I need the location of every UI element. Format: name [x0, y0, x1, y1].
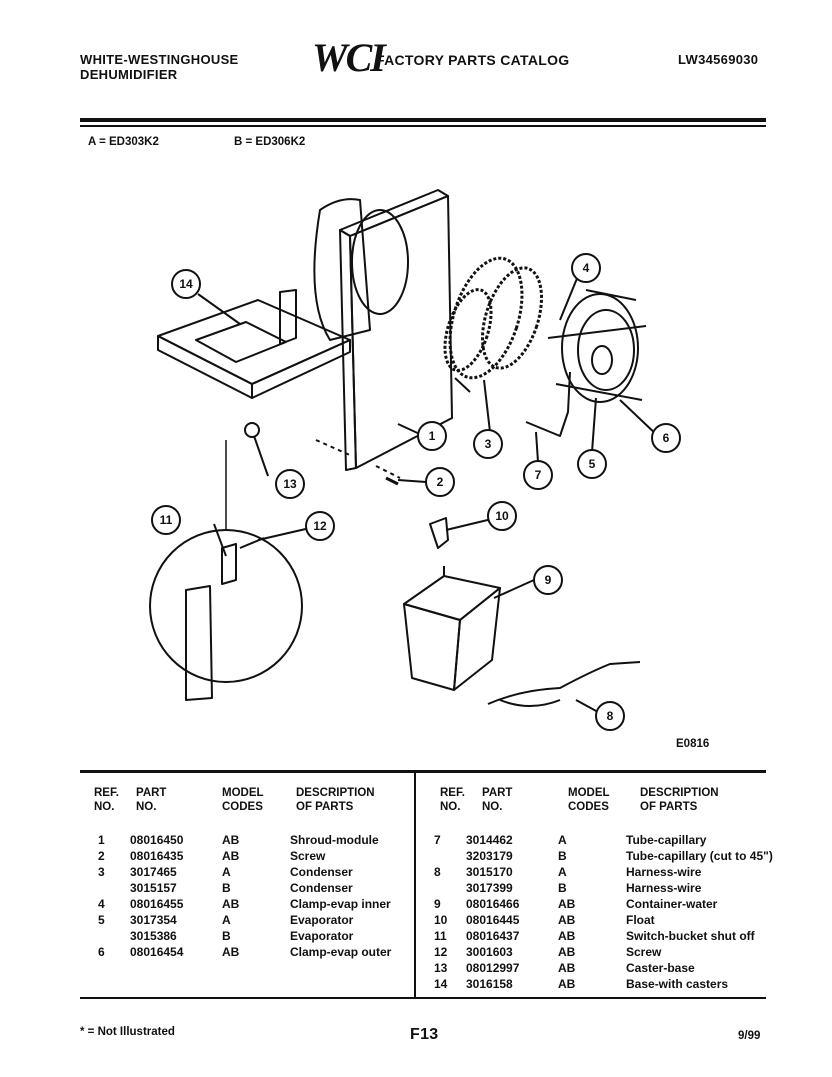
- callout-10-label: 10: [495, 509, 509, 523]
- table-row: 7 3014462 A Tube-capillary: [434, 833, 707, 847]
- callout-2-label: 2: [437, 475, 444, 489]
- exploded-parts-diagram: 14 1 2 3 4 5 6 7 8 9 10 11 12 13: [149, 189, 681, 731]
- table-row: 4 08016455 AB Clamp-evap inner: [98, 897, 391, 911]
- table-row: 3 3017465 A Condenser: [98, 865, 353, 879]
- callout-5-label: 5: [589, 457, 596, 471]
- table-row: 11 08016437 AB Switch-bucket shut off: [434, 929, 755, 943]
- callout-12-label: 12: [313, 519, 327, 533]
- callout-10: [487, 501, 517, 531]
- callout-6: [651, 423, 681, 453]
- evaporator: [547, 289, 647, 403]
- callout-8-label: 8: [607, 709, 614, 723]
- table-row: 3017399 B Harness-wire: [466, 881, 702, 895]
- table-divider: [414, 773, 416, 999]
- right-header-ref: REF.NO.: [440, 787, 465, 813]
- callout-13: [275, 469, 305, 499]
- callout-1: [417, 421, 447, 451]
- screw-guide: [315, 439, 401, 479]
- page-number: F13: [410, 1026, 439, 1043]
- switch-detail-circle: [149, 529, 303, 683]
- harness-wire: [487, 661, 641, 705]
- float: [429, 517, 449, 549]
- screw: [385, 476, 399, 486]
- callout-2: [425, 467, 455, 497]
- callout-5: [577, 449, 607, 479]
- base-with-casters: [157, 289, 351, 438]
- model-b-label: B = ED306K2: [234, 136, 306, 148]
- table-top-rule: [80, 770, 766, 773]
- condenser-coil: [443, 256, 543, 380]
- switch-bucket: [221, 543, 237, 585]
- table-row: 8 3015170 A Harness-wire: [434, 865, 702, 879]
- switch-bracket: [185, 585, 213, 701]
- callout-4-label: 4: [583, 261, 590, 275]
- header-rule-bottom: [80, 125, 766, 127]
- table-row: 3015386 B Evaporator: [130, 929, 354, 943]
- callout-9-label: 9: [545, 573, 552, 587]
- table-row: 5 3017354 A Evaporator: [98, 913, 354, 927]
- table-row: 9 08016466 AB Container-water: [434, 897, 718, 911]
- table-row: 3203179 B Tube-capillary (cut to 45"): [466, 849, 773, 863]
- table-row: 14 3016158 AB Base-with casters: [434, 977, 729, 991]
- container-water: [403, 566, 501, 691]
- callout-1-label: 1: [429, 429, 436, 443]
- table-row: 1 08016450 AB Shroud-module: [98, 833, 379, 847]
- table-row: 10 08016445 AB Float: [434, 913, 655, 927]
- table-row: 2 08016435 AB Screw: [98, 849, 326, 863]
- callout-14: [171, 269, 201, 299]
- callout-7: [523, 460, 553, 490]
- left-header-ref: REF.NO.: [94, 787, 119, 813]
- header-rule-top: [80, 118, 766, 122]
- table-row: 13 08012997 AB Caster-base: [434, 961, 695, 975]
- callout-13-label: 13: [283, 477, 297, 491]
- wci-logo: WCI: [312, 35, 386, 80]
- callout-4: [571, 253, 601, 283]
- callout-7-label: 7: [535, 468, 542, 482]
- brand-line-2: DEHUMIDIFIER: [80, 67, 178, 82]
- table-row: 12 3001603 AB Screw: [434, 945, 662, 959]
- condenser-tube: [454, 377, 471, 393]
- shroud-module: [313, 189, 453, 471]
- callout-6-label: 6: [663, 431, 670, 445]
- table-row: 6 08016454 AB Clamp-evap outer: [98, 945, 392, 959]
- table-row: 3015157 B Condenser: [130, 881, 353, 895]
- footer-note: * = Not Illustrated: [80, 1026, 175, 1038]
- right-table-body: 7 3014462 A Tube-capillary 3203179 B Tub…: [416, 832, 773, 992]
- callout-12: [305, 511, 335, 541]
- catalog-number: LW34569030: [678, 52, 759, 67]
- callout-14-label: 14: [179, 277, 193, 291]
- callout-11: [151, 505, 181, 535]
- catalog-title: FACTORY PARTS CATALOG: [376, 52, 570, 68]
- figure-code: E0816: [676, 738, 710, 750]
- callout-8: [595, 701, 625, 731]
- model-a-label: A = ED303K2: [88, 136, 159, 148]
- brand-line-1: WHITE-WESTINGHOUSE: [80, 52, 239, 67]
- callout-11-label: 11: [160, 513, 173, 527]
- callout-3-label: 3: [485, 437, 492, 451]
- left-table-body: 1 08016450 AB Shroud-module 2 08016435 A…: [80, 832, 414, 960]
- caster: [244, 422, 260, 438]
- table-bottom-rule: [80, 997, 766, 999]
- callout-9: [533, 565, 563, 595]
- footer-date: 9/99: [738, 1030, 761, 1042]
- capillary-tube: [525, 371, 571, 437]
- callout-3: [473, 429, 503, 459]
